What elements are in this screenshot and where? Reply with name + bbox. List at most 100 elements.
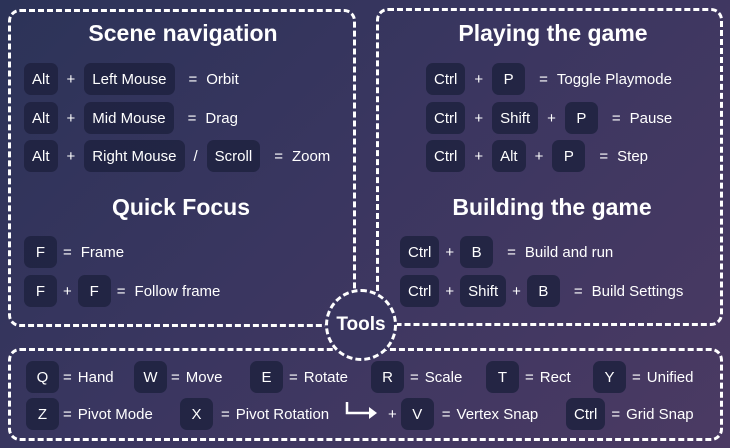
plus-sign: + — [547, 109, 556, 127]
playing-game-title: Playing the game — [458, 20, 648, 46]
tool-unified: Y = Unified — [593, 361, 693, 393]
action-unified: Unified — [646, 368, 694, 386]
action-pivot-rotation: Pivot Rotation — [235, 405, 330, 423]
action-move: Move — [185, 368, 223, 386]
key-ctrl: Ctrl — [426, 102, 466, 134]
key-w: W — [134, 361, 167, 393]
action-build-settings: Build Settings — [591, 282, 684, 300]
shortcut-build-and-run: Ctrl + B = Build and run — [400, 236, 613, 268]
key-f: F — [24, 236, 57, 268]
key-shift: Shift — [492, 102, 539, 134]
key-scroll: Scroll — [206, 140, 261, 172]
key-b: B — [526, 275, 560, 307]
scene-navigation-panel — [8, 9, 356, 327]
equals-sign: = — [507, 243, 516, 261]
action-step: Step — [617, 147, 648, 165]
key-f: F — [24, 275, 57, 307]
tool-rect: T = Rect — [486, 361, 571, 393]
action-hand: Hand — [77, 368, 114, 386]
key-p: P — [552, 140, 586, 172]
shortcut-orbit: Alt + Left Mouse = Orbit — [24, 63, 239, 95]
key-q: Q — [26, 361, 59, 393]
key-ctrl: Ctrl — [400, 236, 440, 268]
key-alt: Alt — [24, 63, 58, 95]
key-left-mouse: Left Mouse — [84, 63, 175, 95]
tool-vertex-snap: + V = Vertex Snap — [384, 398, 538, 430]
equals-sign: = — [63, 243, 72, 261]
plus-sign: + — [474, 147, 484, 165]
key-alt: Alt — [24, 102, 58, 134]
key-t: T — [486, 361, 519, 393]
key-z: Z — [26, 398, 59, 430]
equals-sign: = — [116, 282, 126, 300]
equals-sign: = — [274, 147, 283, 165]
action-pivot-mode: Pivot Mode — [77, 405, 153, 423]
action-build-and-run: Build and run — [524, 243, 614, 261]
plus-sign: + — [474, 70, 484, 88]
shortcut-build-settings: Ctrl + Shift + B = Build Settings — [400, 275, 683, 307]
turn-right-arrow-icon — [345, 402, 377, 419]
tool-rotate: E = Rotate — [250, 361, 348, 393]
key-p: P — [492, 63, 526, 95]
key-y: Y — [593, 361, 626, 393]
tool-scale: R = Scale — [371, 361, 462, 393]
plus-sign: + — [445, 282, 455, 300]
action-follow-frame: Follow frame — [134, 282, 221, 300]
equals-sign: = — [573, 282, 583, 300]
action-zoom: Zoom — [291, 147, 331, 165]
plus-sign: + — [66, 147, 76, 165]
plus-sign: + — [63, 282, 72, 300]
plus-sign: + — [474, 109, 484, 127]
action-vertex-snap: Vertex Snap — [456, 405, 539, 423]
key-ctrl: Ctrl — [426, 63, 466, 95]
equals-sign: = — [441, 405, 451, 423]
building-game-title: Building the game — [452, 194, 652, 220]
key-x: X — [180, 398, 213, 430]
shortcut-frame: F = Frame — [24, 236, 124, 268]
shortcut-toggle-playmode: Ctrl + P = Toggle Playmode — [426, 63, 672, 95]
tools-badge: Tools — [325, 289, 397, 361]
key-shift: Shift — [460, 275, 507, 307]
action-rect: Rect — [539, 368, 571, 386]
equals-sign: = — [63, 405, 72, 423]
plus-sign: + — [512, 282, 521, 300]
equals-sign: = — [539, 70, 548, 88]
equals-sign: = — [221, 405, 230, 423]
action-frame: Frame — [80, 243, 125, 261]
tool-grid-snap: Ctrl = Grid Snap — [566, 398, 694, 430]
plus-sign: + — [66, 70, 76, 88]
tool-pivot-mode: Z = Pivot Mode — [26, 398, 153, 430]
equals-sign: = — [289, 368, 298, 386]
equals-sign: = — [171, 368, 180, 386]
key-r: R — [371, 361, 404, 393]
key-ctrl: Ctrl — [426, 140, 466, 172]
equals-sign: = — [187, 109, 197, 127]
action-rotate: Rotate — [303, 368, 348, 386]
quick-focus-title: Quick Focus — [111, 194, 251, 220]
key-alt: Alt — [24, 140, 58, 172]
tools-title: Tools — [336, 314, 386, 335]
shortcut-step: Ctrl + Alt + P = Step — [426, 140, 648, 172]
key-f: F — [77, 275, 111, 307]
key-e: E — [250, 361, 283, 393]
key-mid-mouse: Mid Mouse — [84, 102, 174, 134]
shortcut-pause: Ctrl + Shift + P = Pause — [426, 102, 672, 134]
action-scale: Scale — [424, 368, 463, 386]
key-alt: Alt — [492, 140, 526, 172]
action-grid-snap: Grid Snap — [626, 405, 694, 423]
action-toggle-playmode: Toggle Playmode — [556, 70, 672, 88]
tool-pivot-rotation: X = Pivot Rotation — [180, 398, 329, 430]
equals-sign: = — [599, 147, 609, 165]
equals-sign: = — [63, 368, 72, 386]
plus-sign: + — [445, 243, 455, 261]
plus-sign: + — [66, 109, 76, 127]
action-pause: Pause — [629, 109, 673, 127]
slash-sign: / — [193, 147, 198, 165]
key-b: B — [460, 236, 494, 268]
plus-sign: + — [534, 147, 544, 165]
equals-sign: = — [632, 368, 641, 386]
tool-move: W = Move — [134, 361, 222, 393]
tool-hand: Q = Hand — [26, 361, 114, 393]
key-v: V — [400, 398, 434, 430]
key-p: P — [564, 102, 598, 134]
